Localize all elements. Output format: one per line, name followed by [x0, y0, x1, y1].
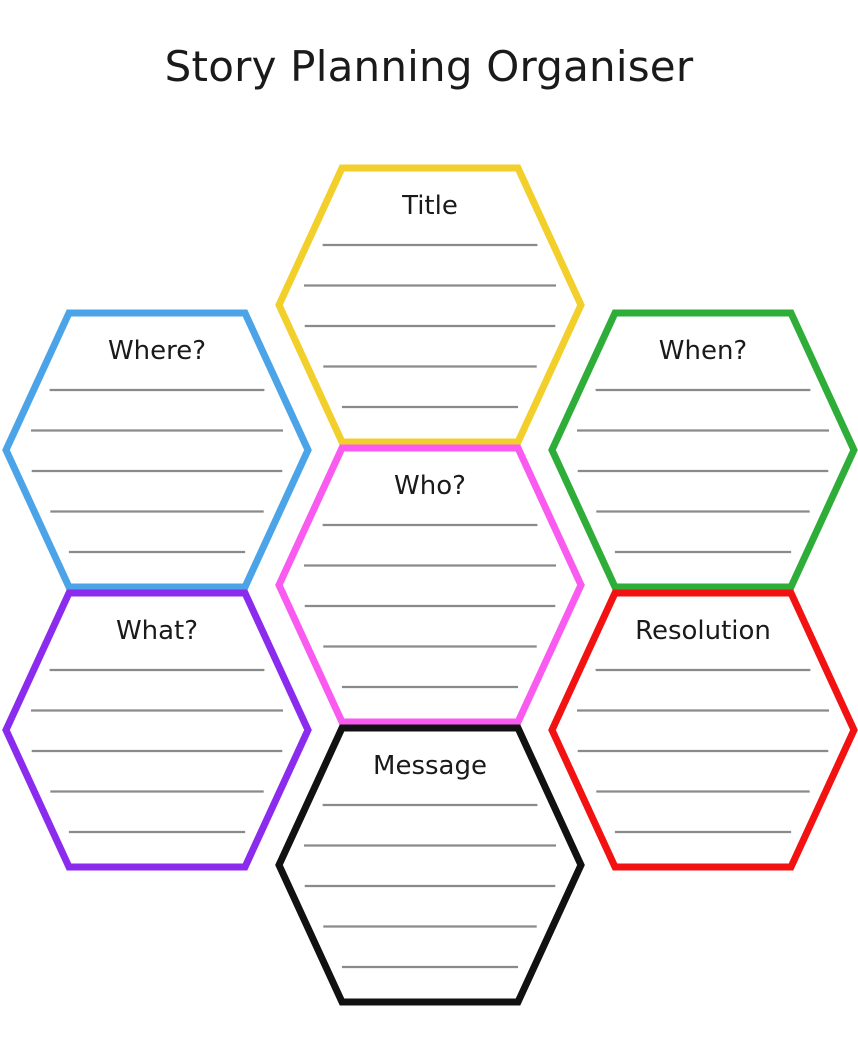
- hexagon-label-resolution: Resolution: [635, 616, 771, 646]
- hexagon-label-who: Who?: [394, 471, 466, 501]
- hexagon-label-where: Where?: [108, 336, 206, 366]
- hexagon-title[interactable]: Title: [275, 164, 585, 446]
- hexagon-who[interactable]: Who?: [275, 444, 585, 726]
- hexagon-when[interactable]: When?: [548, 309, 858, 591]
- hexagon-outline-what: [2, 589, 312, 871]
- hexagon-label-when: When?: [659, 336, 747, 366]
- hexagon-outline-where: [2, 309, 312, 591]
- hexagon-outline-who: [275, 444, 585, 726]
- hexagon-where[interactable]: Where?: [2, 309, 312, 591]
- hexagon-message[interactable]: Message: [275, 724, 585, 1006]
- hexagon-resolution[interactable]: Resolution: [548, 589, 858, 871]
- hexagon-label-what: What?: [116, 616, 198, 646]
- hexagon-label-message: Message: [373, 751, 487, 781]
- hexagon-outline-when: [548, 309, 858, 591]
- hexagon-outline-resolution: [548, 589, 858, 871]
- hexagon-outline-message: [275, 724, 585, 1006]
- hexagon-outline-title: [275, 164, 585, 446]
- hexagon-label-title: Title: [401, 191, 458, 221]
- page-title: Story Planning Organiser: [164, 42, 694, 92]
- hexagon-what[interactable]: What?: [2, 589, 312, 871]
